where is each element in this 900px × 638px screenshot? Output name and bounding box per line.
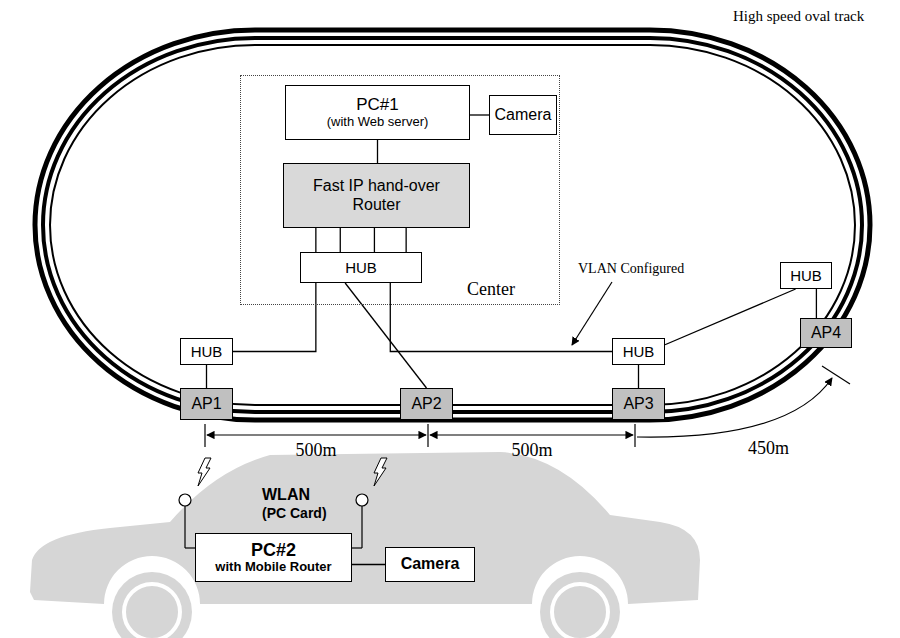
node-text-group: Camera bbox=[490, 96, 556, 134]
car-wheel bbox=[540, 572, 620, 638]
hub-box: HUB bbox=[612, 338, 665, 365]
antenna-wire bbox=[361, 506, 362, 548]
node-text: HUB bbox=[790, 267, 822, 284]
network-link bbox=[315, 228, 316, 252]
node-text: Camera bbox=[401, 555, 460, 573]
hub-box: HUB bbox=[780, 262, 832, 289]
antenna-wire bbox=[184, 506, 185, 548]
hub-box: HUB bbox=[300, 252, 422, 283]
track-middle bbox=[43, 38, 862, 412]
node-text: (with Web server) bbox=[327, 115, 429, 130]
node-text-group: Fast IP hand-over Router bbox=[284, 164, 469, 227]
node-text-group: Camera bbox=[386, 548, 474, 581]
antenna bbox=[179, 494, 191, 506]
node-text: AP3 bbox=[623, 395, 653, 413]
node-text: Center bbox=[467, 279, 515, 300]
wlan-label: WLAN bbox=[262, 486, 310, 504]
node-text: AP2 bbox=[411, 395, 441, 413]
camera-box: Camera bbox=[489, 95, 557, 135]
node-text-group: PC#1(with Web server) bbox=[286, 86, 469, 139]
node-text: Fast IP hand-over Router bbox=[302, 177, 452, 214]
access-point-box: AP2 bbox=[400, 388, 453, 420]
network-link bbox=[374, 228, 375, 252]
node-text: HUB bbox=[345, 259, 377, 276]
radio-bolt bbox=[374, 458, 387, 486]
mobile-pc-box: PC#2with Mobile Router bbox=[195, 533, 352, 582]
car-wheel bbox=[112, 572, 192, 638]
network-link bbox=[405, 228, 406, 252]
node-text-group: HUB bbox=[613, 339, 664, 364]
dimension-tick bbox=[427, 424, 428, 447]
dimension-tick bbox=[204, 424, 205, 447]
track-outer bbox=[35, 30, 870, 420]
server-pc-box: PC#1(with Web server) bbox=[285, 85, 470, 140]
network-link bbox=[665, 289, 796, 345]
network-link bbox=[816, 289, 817, 318]
center-region: Center PC#1(with Web server) CameraFast IP… bbox=[240, 75, 560, 305]
network-link bbox=[345, 283, 426, 388]
network-link bbox=[377, 140, 378, 163]
radio-bolt bbox=[198, 458, 211, 486]
access-point-box: AP4 bbox=[800, 318, 852, 348]
network-link bbox=[206, 365, 207, 388]
antenna bbox=[356, 494, 368, 506]
distance-label: 450m bbox=[748, 438, 789, 459]
access-point-box: AP3 bbox=[612, 388, 665, 420]
dimension-line bbox=[207, 434, 426, 435]
vlan-note: VLAN Configured bbox=[578, 261, 684, 277]
access-point-box: AP1 bbox=[180, 388, 233, 420]
node-text: HUB bbox=[191, 343, 223, 360]
dimension-curve bbox=[637, 378, 832, 437]
vlan-pointer bbox=[572, 282, 612, 345]
antenna-wire bbox=[185, 547, 195, 548]
node-text: AP4 bbox=[811, 324, 841, 342]
wlan-card-label: (PC Card) bbox=[262, 505, 327, 521]
diagram-title: High speed oval track bbox=[733, 8, 864, 25]
network-link bbox=[352, 564, 385, 565]
dimension-line bbox=[430, 434, 633, 435]
node-text: HUB bbox=[623, 343, 655, 360]
node-text: with Mobile Router bbox=[215, 560, 331, 575]
node-text-group: AP4 bbox=[801, 319, 851, 347]
distance-label: 500m bbox=[511, 440, 552, 461]
node-text-group: HUB bbox=[181, 339, 232, 364]
node-text-group: PC#2with Mobile Router bbox=[196, 534, 351, 581]
network-link bbox=[233, 283, 316, 352]
dimension-tick bbox=[822, 366, 850, 384]
track-inner bbox=[50, 45, 855, 405]
router-box: Fast IP hand-over Router bbox=[283, 163, 470, 228]
node-text-group: Center bbox=[467, 279, 515, 300]
node-text-group: HUB bbox=[301, 253, 421, 282]
node-text-group: AP3 bbox=[613, 389, 664, 419]
hub-box: HUB bbox=[180, 338, 233, 365]
dimension-tick bbox=[634, 424, 635, 447]
network-link bbox=[340, 228, 341, 252]
car-wheel-rim bbox=[552, 584, 608, 638]
car-wheel-rim bbox=[124, 584, 180, 638]
node-text: PC#2 bbox=[251, 540, 296, 561]
node-text: Camera bbox=[495, 106, 552, 124]
distance-label: 500m bbox=[295, 440, 336, 461]
node-text-group: AP2 bbox=[401, 389, 452, 419]
node-text: AP1 bbox=[191, 395, 221, 413]
network-link bbox=[470, 114, 489, 115]
network-link bbox=[638, 365, 639, 388]
node-text-group: AP1 bbox=[181, 389, 232, 419]
node-text: PC#1 bbox=[356, 95, 399, 115]
node-text-group: HUB bbox=[781, 263, 831, 288]
antenna-wire bbox=[352, 547, 362, 548]
camera-box: Camera bbox=[385, 547, 475, 582]
